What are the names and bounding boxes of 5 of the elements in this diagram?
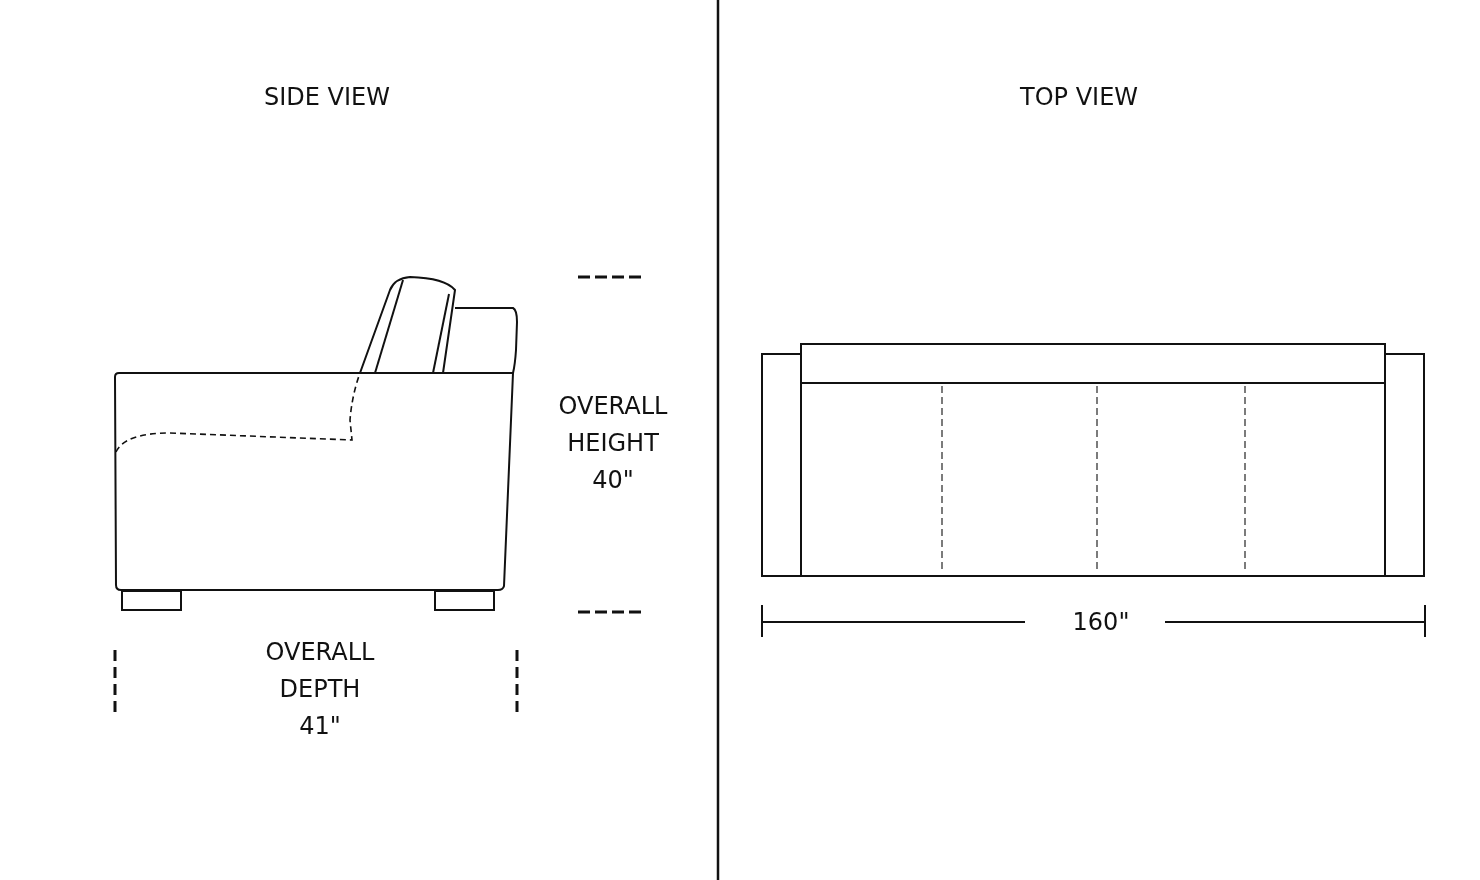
dimension-label: OVERALL DEPTH 41" xyxy=(265,636,375,742)
dimension-label: OVERALL HEIGHT 40" xyxy=(558,390,668,496)
view-title: TOP VIEW xyxy=(1020,81,1138,113)
dimension-label: 160" xyxy=(1072,606,1130,638)
view-title: SIDE VIEW xyxy=(264,81,390,113)
